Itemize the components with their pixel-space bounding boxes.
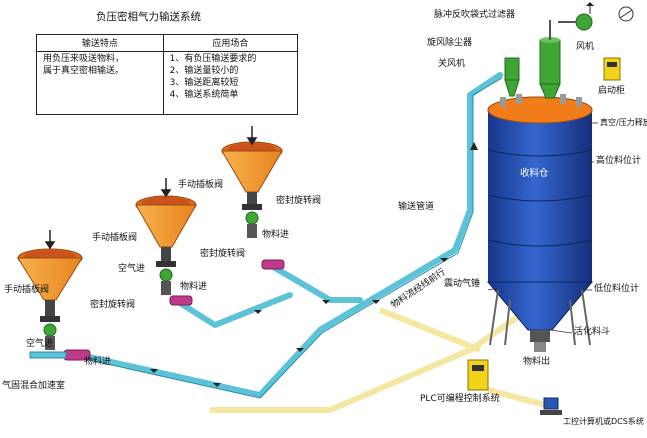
conveying-pipes — [77, 72, 503, 398]
label-manual-gate-2: 手动插板阀 — [92, 233, 138, 243]
label-rotary-valve-2: 密封旋转阀 — [200, 249, 246, 259]
mixing-chamber-2 — [169, 295, 193, 306]
pipe-outline — [79, 77, 503, 399]
application-line: 1、有负压输送要求的 — [169, 54, 257, 64]
label-rotary-valve-3: 密封旋转阀 — [276, 196, 322, 206]
starter-cabinet — [603, 57, 621, 81]
label-vibrator: 震动气锤 — [444, 279, 481, 289]
label-activating-hopper: 活化料斗 — [574, 327, 611, 337]
label-ipc: 工控计算机或DCS系统 — [563, 417, 644, 426]
label-vacuum-release: 真空/压力释放阀 — [600, 118, 647, 127]
label-material-in-1: 物料进 — [84, 357, 112, 367]
feed-hopper-2 — [135, 195, 197, 295]
feature-line: 属于真空密相输送。 — [43, 66, 125, 76]
pulse-bag-filter — [539, 20, 561, 99]
leader-lines — [487, 122, 598, 334]
feed-hopper-1 — [17, 248, 83, 350]
mixing-chamber-3 — [261, 259, 285, 270]
fan-unit — [558, 2, 594, 31]
label-air-in-2: 空气进 — [118, 264, 146, 274]
label-material-out: 物料出 — [523, 357, 551, 367]
label-fan: 风机 — [576, 42, 595, 52]
flow-arrow — [470, 142, 478, 150]
feed-hopper-3 — [221, 141, 283, 238]
signal-line-computer — [487, 387, 546, 408]
flow-arrow — [372, 300, 380, 304]
table-header-features: 输送特点 — [36, 34, 164, 52]
table-header-applications: 应用场合 — [162, 34, 299, 52]
mixing-chamber — [29, 349, 91, 361]
flow-arrow — [322, 300, 330, 304]
label-conveying-pipe: 输送管道 — [398, 202, 435, 212]
label-low-level: 低位料位计 — [594, 284, 640, 294]
label-cyclone: 旋风除尘器 — [427, 38, 473, 48]
flow-arrow — [150, 369, 158, 373]
label-mixing-chamber: 气固混合加速室 — [2, 381, 66, 391]
pipe-main — [77, 72, 503, 398]
diagram-title: 负压密相气力输送系统 — [96, 11, 201, 23]
application-line: 2、输送量较小的 — [169, 66, 239, 76]
plc-cabinet — [467, 359, 489, 391]
signal-line-cabinet — [378, 307, 482, 353]
label-pulse-filter: 脉冲反吹袋式过滤器 — [434, 10, 516, 20]
receiving-bin — [486, 94, 594, 352]
application-line: 4、输送系统简单 — [169, 90, 239, 100]
label-starter-cabinet: 启动柜 — [598, 86, 626, 96]
label-material-in-2: 物料进 — [180, 282, 208, 292]
table-cell-features: 用负压来吸送物料， 属于真空密相输送。 — [36, 51, 164, 115]
label-material-in-3: 物料进 — [262, 230, 290, 240]
flow-arrow — [296, 348, 304, 352]
computer-icon — [540, 397, 562, 415]
label-manual-gate-3: 手动插板阀 — [178, 180, 224, 190]
cyclone-separator — [504, 57, 520, 97]
table-cell-applications: 1、有负压输送要求的 2、输送量较小的 3、输送距离较短 4、输送系统简单 — [162, 51, 299, 115]
label-receiving-bin: 收料仓 — [520, 168, 549, 179]
info-table: 输送特点 应用场合 用负压来吸送物料， 属于真空密相输送。 1、有负压输送要求的… — [36, 34, 299, 115]
feature-line: 用负压来吸送物料， — [43, 54, 125, 64]
label-high-level: 高位料位计 — [596, 156, 642, 166]
flow-arrows — [150, 142, 478, 387]
application-line: 3、输送距离较短 — [169, 78, 239, 88]
label-air-in-1: 空气进 — [26, 339, 54, 349]
fan-motor-icon — [618, 6, 634, 22]
flow-arrow — [440, 258, 448, 262]
label-plc: PLC可编程控制系统 — [420, 394, 500, 404]
label-rotary-valve-1: 密封旋转阀 — [90, 300, 136, 310]
label-airlock-valve: 关风机 — [438, 59, 466, 69]
flow-arrow — [254, 310, 262, 314]
flow-arrow — [213, 383, 221, 387]
label-manual-gate-1: 手动插板阀 — [4, 285, 50, 295]
material-in-arrows — [44, 126, 258, 250]
pipe-branch-2 — [172, 292, 293, 328]
